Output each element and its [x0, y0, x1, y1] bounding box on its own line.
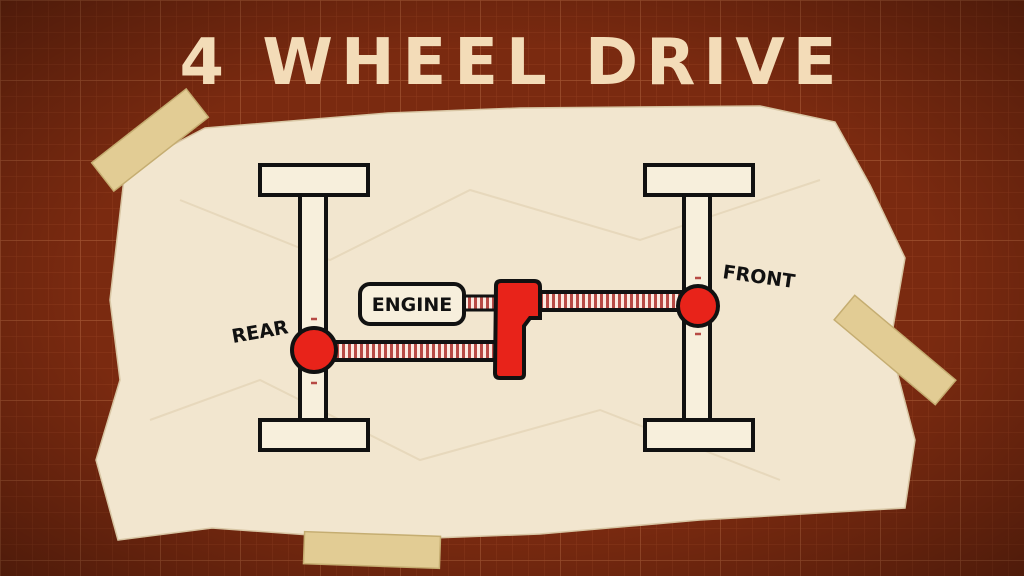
rear-axle: [298, 193, 328, 422]
rear-driveshaft: [328, 340, 498, 362]
front-driveshaft: [536, 290, 690, 312]
engine-box: [358, 282, 466, 326]
rear-left-wheel: [258, 163, 370, 197]
title: 4 WHEEL DRIVE: [180, 26, 845, 100]
front-differential: [676, 284, 720, 328]
tape-top-left: [90, 87, 210, 193]
transfer-case: [492, 279, 542, 380]
front-right-wheel: [643, 418, 755, 452]
rear-right-wheel: [258, 418, 370, 452]
tape-bottom: [302, 530, 442, 570]
engine-label: ENGINE: [372, 294, 452, 316]
tape-right: [833, 294, 957, 406]
rear-differential: [290, 326, 338, 374]
engine-shaft: [460, 294, 498, 312]
front-left-wheel: [643, 163, 755, 197]
